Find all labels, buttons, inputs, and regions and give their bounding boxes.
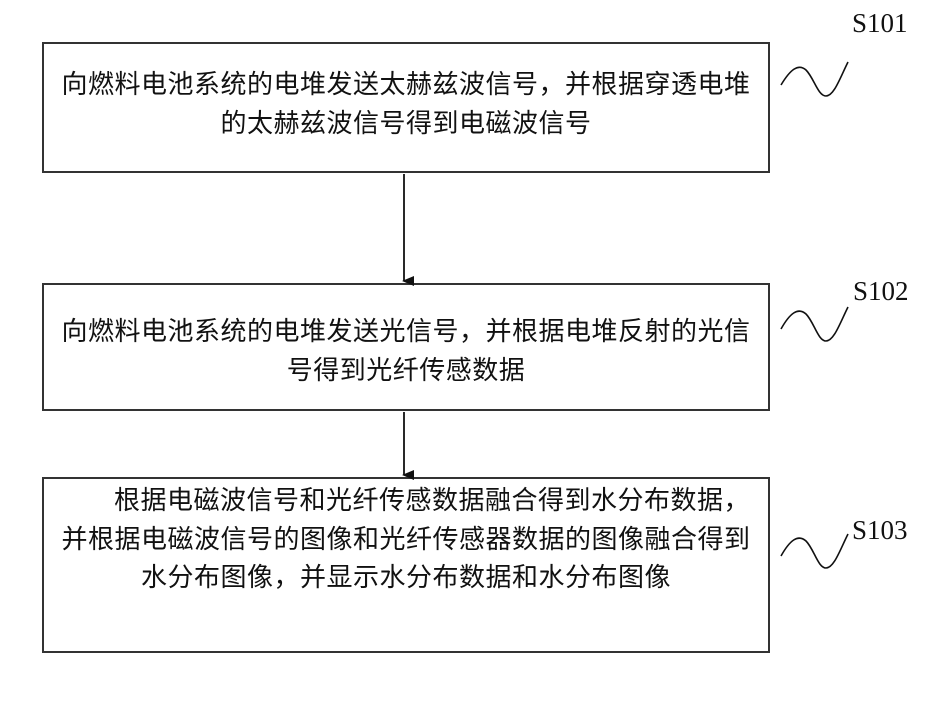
leader-wave-s103	[781, 534, 848, 568]
leader-wave-s101	[781, 62, 848, 96]
leader-wave-s102	[781, 307, 848, 341]
